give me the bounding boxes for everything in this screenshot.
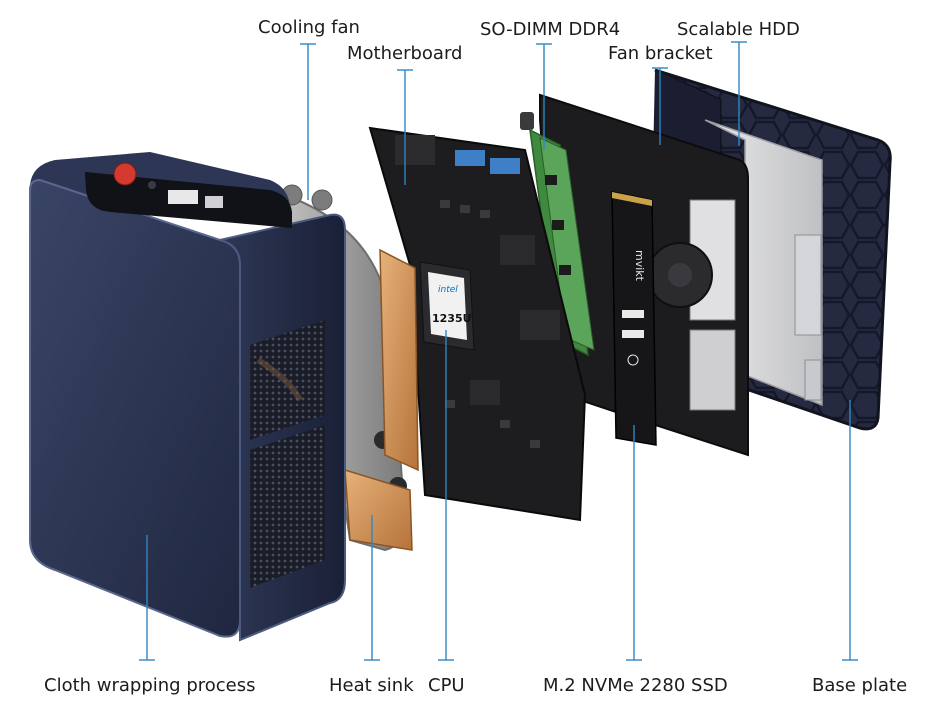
leader-lines: [139, 41, 858, 661]
label-so-dimm: SO-DIMM DDR4: [480, 19, 621, 40]
mini-pc-chassis: [29, 152, 346, 642]
label-cloth-wrapping: Cloth wrapping process: [44, 675, 256, 696]
label-cooling-fan: Cooling fan: [258, 17, 360, 38]
cpu-chip: intel 1235U: [419, 261, 475, 351]
label-base-plate: Base plate: [812, 675, 908, 696]
usb-port-2: [490, 158, 520, 174]
label-cpu: CPU: [428, 675, 465, 696]
usb-port-1: [455, 150, 485, 166]
power-button-icon: [113, 162, 137, 186]
cpu-model-text: 1235U: [432, 312, 472, 325]
heat-sink: [344, 248, 419, 551]
label-motherboard: Motherboard: [347, 43, 463, 64]
cpu-brand-text: intel: [438, 285, 458, 295]
label-scalable-hdd: Scalable HDD: [677, 19, 800, 40]
ssd-brand-text: mvikt: [633, 250, 646, 282]
label-fan-bracket: Fan bracket: [608, 43, 713, 64]
motherboard: intel 1235U: [368, 126, 587, 522]
label-ssd: M.2 NVMe 2280 SSD: [543, 675, 728, 696]
m2-ssd: mvikt: [611, 191, 657, 446]
label-heat-sink: Heat sink: [329, 675, 414, 696]
